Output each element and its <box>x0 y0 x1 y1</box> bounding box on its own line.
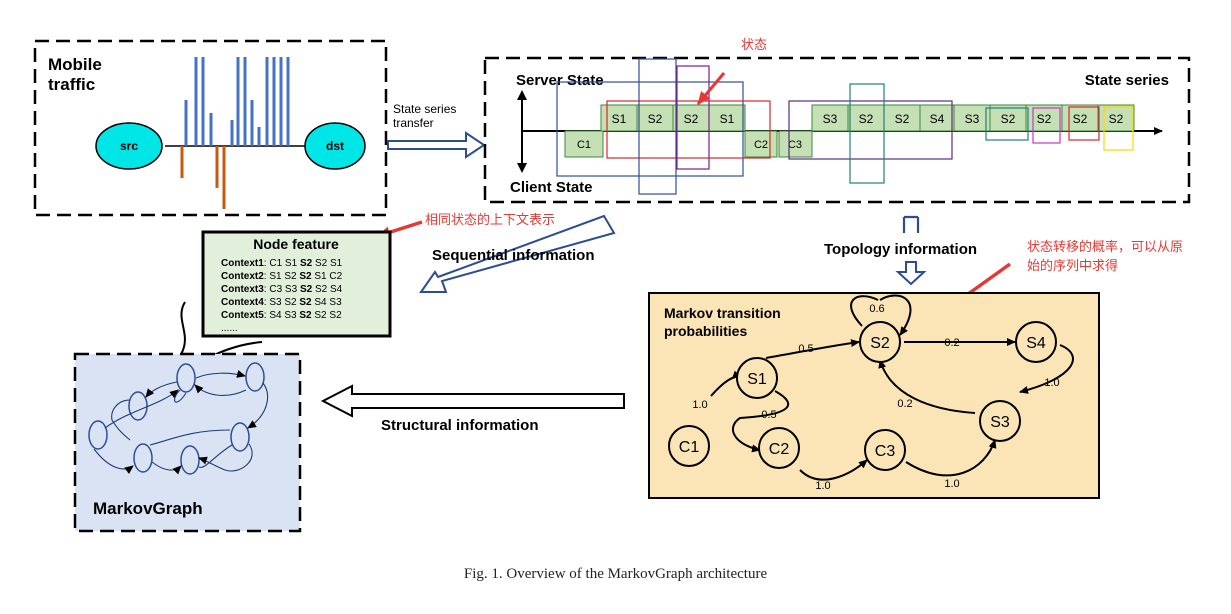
state-annotation: 状态 <box>741 37 767 52</box>
context-row-2: Context2: S1 S2 S2 S1 C2 <box>221 271 343 282</box>
node-feature-title: Node feature <box>253 236 339 252</box>
svg-text:0.5: 0.5 <box>798 343 813 355</box>
markov-node-s4: S4 <box>1015 321 1057 363</box>
svg-text:1.0: 1.0 <box>1044 377 1059 389</box>
svg-text:C1: C1 <box>679 439 700 456</box>
context-windows <box>556 58 1134 195</box>
markov-node-s1: S1 <box>736 357 778 399</box>
svg-text:S2: S2 <box>870 335 890 352</box>
svg-text:S2: S2 <box>1037 112 1052 126</box>
cell-c3: C3 <box>778 130 813 158</box>
svg-text:S1: S1 <box>612 112 627 126</box>
dst-label: dst <box>326 139 344 153</box>
cell-s1: S1 <box>708 104 746 132</box>
markov-title-line1: Markov transition <box>664 305 781 321</box>
context-row-4: Context4: S3 S2 S2 S4 S3 <box>221 297 342 308</box>
markov-title-line2: probabilities <box>664 323 747 339</box>
traffic-title-line1: Mobile <box>48 55 102 74</box>
markov-node-c2: C2 <box>758 427 800 469</box>
svg-text:S2: S2 <box>859 112 874 126</box>
markov-edges <box>710 294 1074 481</box>
cell-s2: S2 <box>1025 104 1063 132</box>
svg-text:S2: S2 <box>1001 112 1016 126</box>
svg-text:S4: S4 <box>930 112 945 126</box>
cell-c2: C2 <box>744 130 778 158</box>
dst-node <box>304 122 366 170</box>
transfer-label-line1: State series <box>393 102 456 116</box>
svg-text:C2: C2 <box>754 139 768 151</box>
traffic-title-line2: traffic <box>48 75 95 94</box>
svg-text:S4: S4 <box>1026 335 1046 352</box>
svg-text:C1: C1 <box>577 139 591 151</box>
context-annotation: 相同状态的上下文表示 <box>425 212 555 227</box>
cell-s2: S2 <box>1061 104 1099 132</box>
cell-c1: C1 <box>564 130 604 158</box>
topology-annotation-line2: 始的序列中求得 <box>1027 258 1118 273</box>
svg-text:S2: S2 <box>1109 112 1124 126</box>
markov-node-c3: C3 <box>864 429 906 471</box>
svg-text:S2: S2 <box>684 112 699 126</box>
state-series-label: State series <box>1085 72 1169 89</box>
markov-graph-title: MarkovGraph <box>93 499 203 518</box>
svg-text:S2: S2 <box>648 112 663 126</box>
state-series-panel: Server State Client State State series C… <box>483 37 1191 204</box>
svg-text:S3: S3 <box>823 112 838 126</box>
src-node <box>95 122 163 170</box>
transfer-label-line2: transfer <box>393 116 434 130</box>
markov-node-c1: C1 <box>668 425 710 467</box>
svg-text:S1: S1 <box>720 112 735 126</box>
svg-text:S2: S2 <box>895 112 910 126</box>
svg-text:S3: S3 <box>965 112 980 126</box>
svg-text:0.6: 0.6 <box>869 303 884 315</box>
client-state-label: Client State <box>510 179 593 196</box>
cell-s3: S3 <box>811 104 849 132</box>
svg-text:C3: C3 <box>875 443 896 460</box>
src-label: src <box>120 139 138 153</box>
mobile-traffic-panel: Mobile traffic src dst <box>33 39 388 217</box>
node-feature-box: Node feature Context1: C1 S1 S2 S2 S1 Co… <box>201 230 392 338</box>
cell-s2: S2 <box>883 104 921 132</box>
svg-text:S2: S2 <box>1073 112 1088 126</box>
topology-annotation-line1: 状态转移的概率，可以从原 <box>1027 239 1183 254</box>
topology-label: Topology information <box>824 241 977 258</box>
cell-s3: S3 <box>953 104 991 132</box>
cell-s2: S2 <box>989 104 1027 132</box>
structural-information: Structural information <box>320 384 625 434</box>
cell-s2: S2 <box>672 104 710 132</box>
sequential-information: Sequential information 相同状态的上下文表示 <box>377 212 616 293</box>
server-state-label: Server State <box>516 72 604 89</box>
graph-edges <box>93 370 269 475</box>
svg-text:1.0: 1.0 <box>815 480 830 492</box>
cell-s4: S4 <box>919 104 955 132</box>
state-transfer-arrow: State series transfer <box>387 102 486 159</box>
figure-caption: Fig. 1. Overview of the MarkovGraph arch… <box>463 566 768 582</box>
svg-text:1.0: 1.0 <box>692 399 707 411</box>
markov-edge-labels: 0.6 0.5 0.2 1.0 0.2 1.0 0.5 1.0 1.0 <box>692 303 1059 492</box>
context-row-3: Context3: C3 S3 S2 S2 S4 <box>221 284 343 295</box>
sequential-label: Sequential information <box>432 247 595 264</box>
svg-text:C2: C2 <box>769 441 790 458</box>
context-ellipsis: ...... <box>221 323 238 334</box>
context-row-5: Context5: S4 S3 S2 S2 S2 <box>221 310 342 321</box>
markov-node-s2: S2 <box>859 321 901 363</box>
markov-transition-panel: Markov transition probabilities S2 S4 S1… <box>648 292 1100 499</box>
cell-s2: S2 <box>847 104 885 132</box>
svg-text:S3: S3 <box>990 414 1010 431</box>
svg-text:0.2: 0.2 <box>944 337 959 349</box>
markov-graph-panel: MarkovGraph <box>73 352 302 533</box>
markov-node-s3: S3 <box>979 400 1021 442</box>
svg-text:C3: C3 <box>788 139 802 151</box>
download-bars <box>180 146 226 209</box>
svg-text:S1: S1 <box>747 371 767 388</box>
svg-text:0.5: 0.5 <box>761 409 776 421</box>
graph-nodes <box>88 362 265 475</box>
cell-s2: S2 <box>636 104 674 132</box>
svg-text:1.0: 1.0 <box>944 478 959 490</box>
upload-bars <box>184 57 290 146</box>
structural-label: Structural information <box>381 417 539 434</box>
context-row-1: Context1: C1 S1 S2 S2 S1 <box>221 258 343 269</box>
svg-text:0.2: 0.2 <box>897 398 912 410</box>
